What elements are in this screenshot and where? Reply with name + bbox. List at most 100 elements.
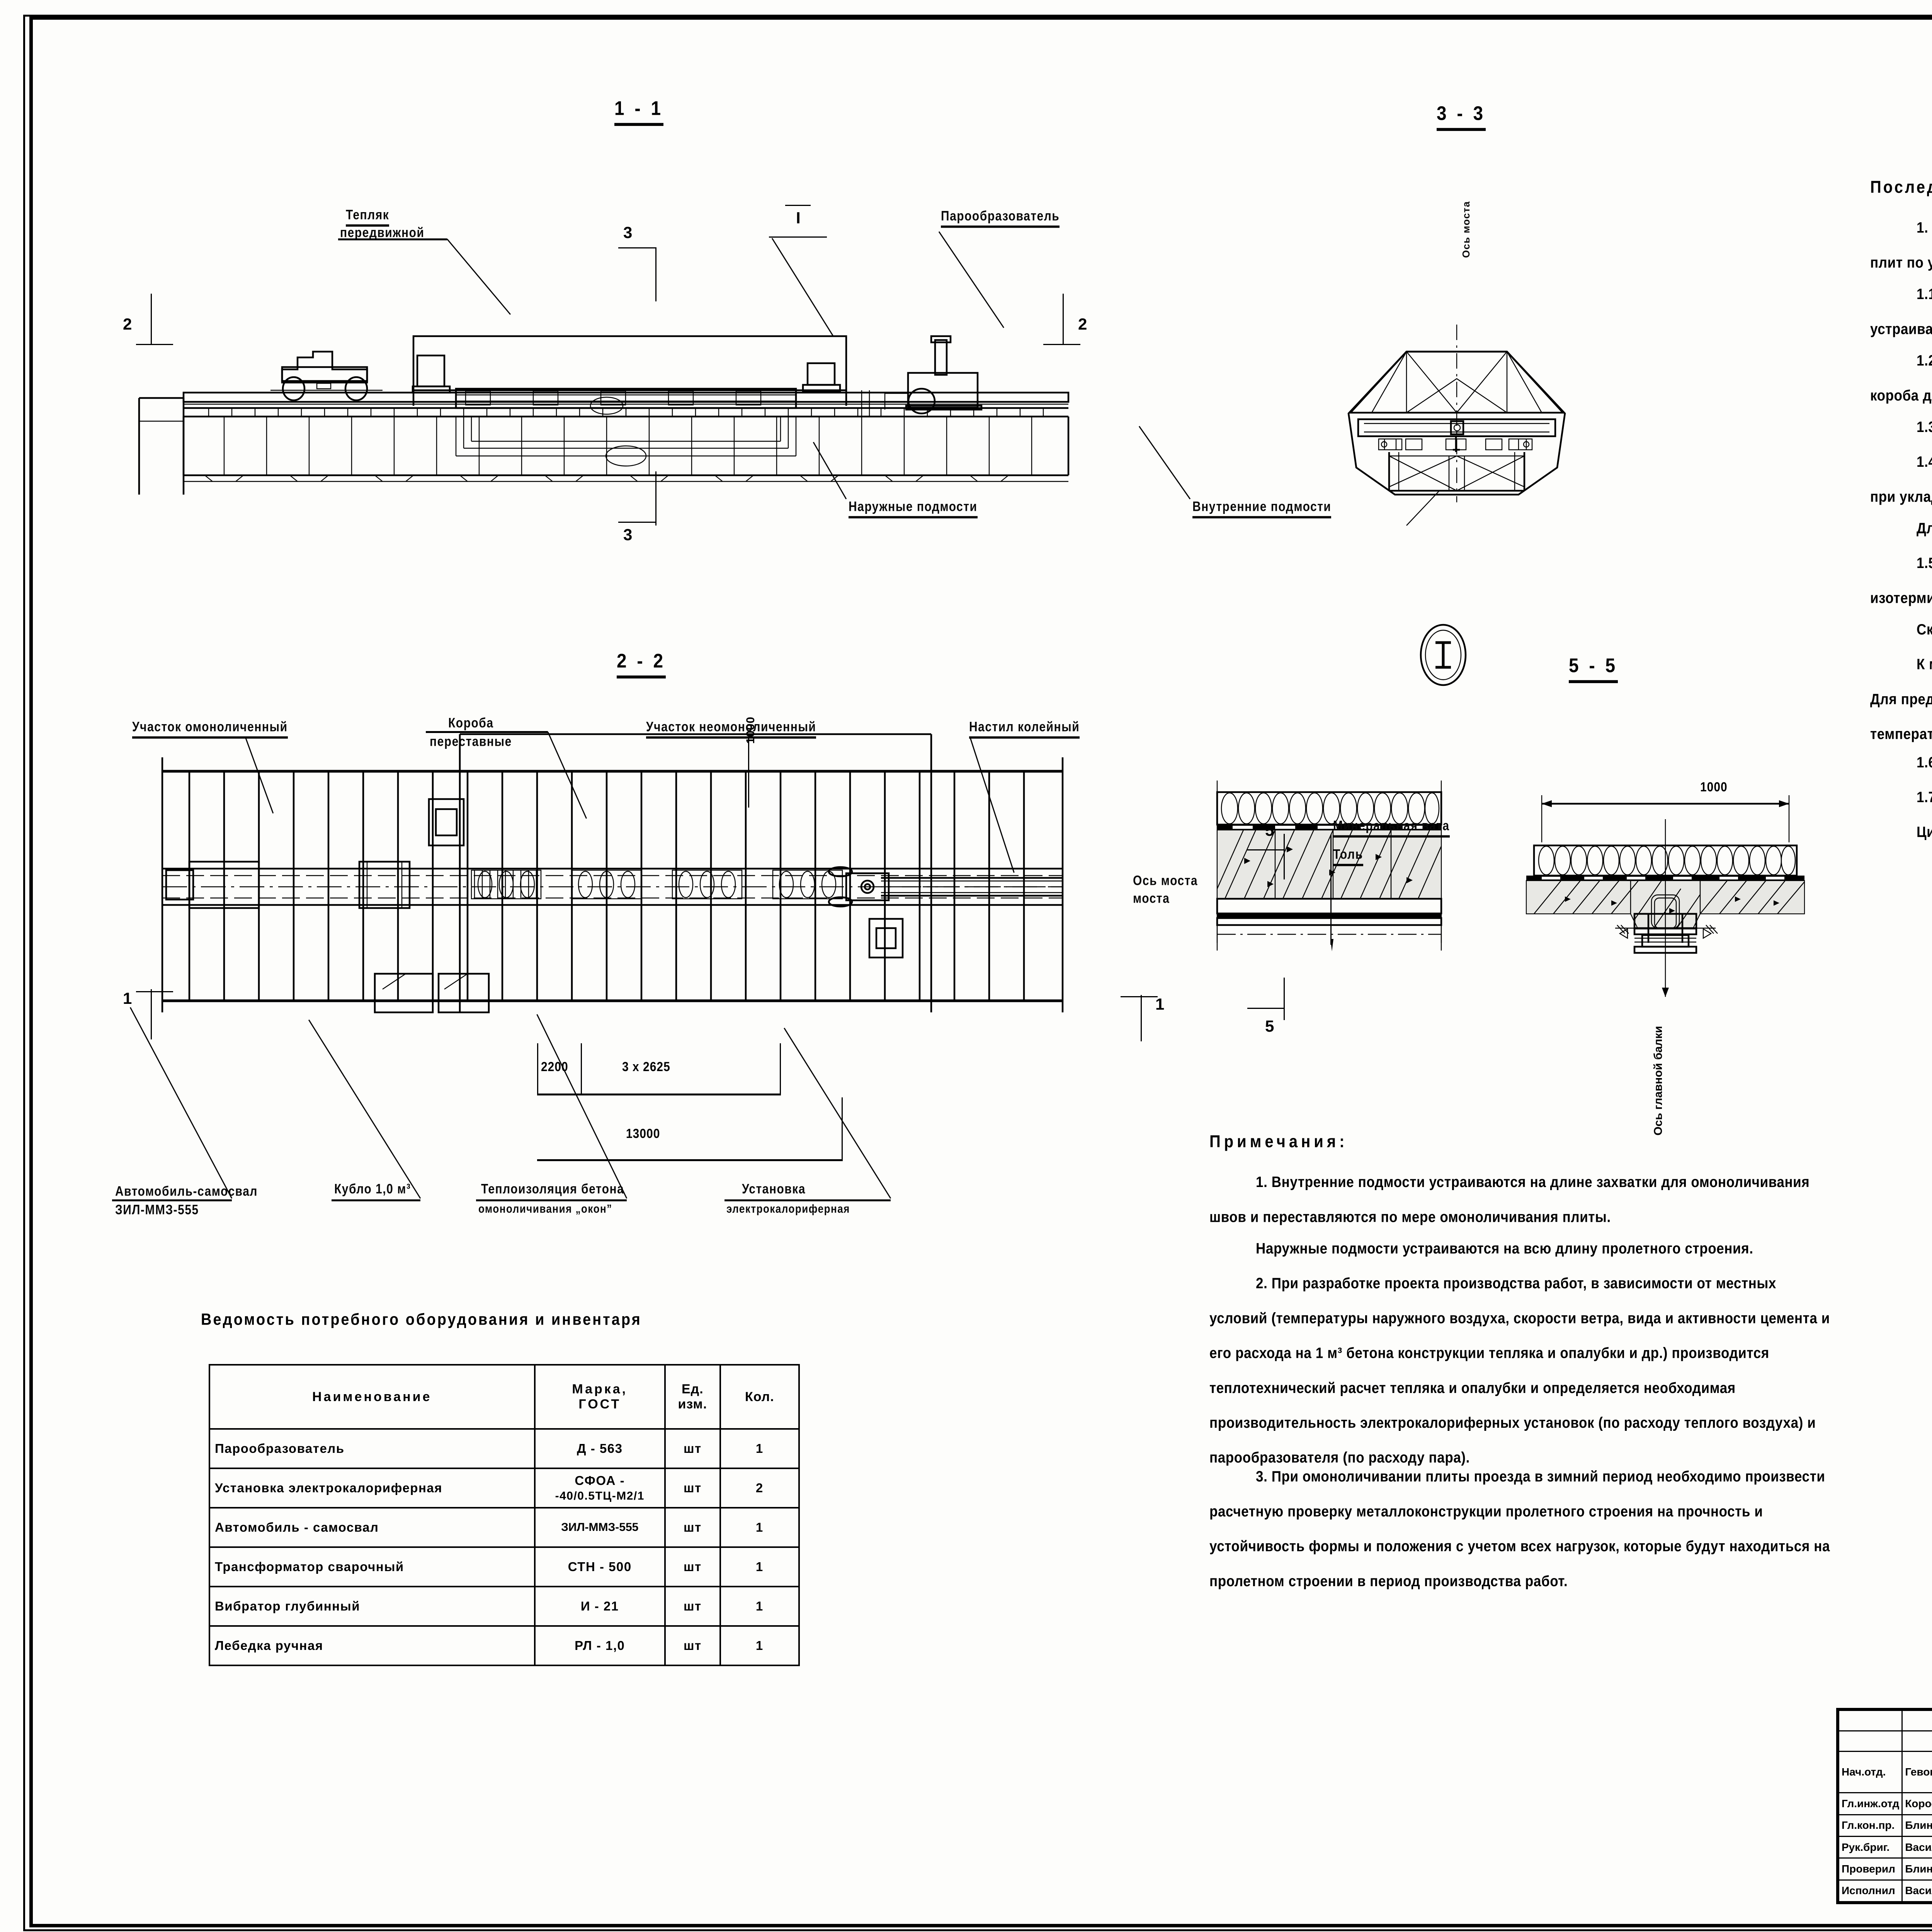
cell-name: Автомобиль - самосвал bbox=[209, 1507, 536, 1548]
dim-1000-55: 1000 bbox=[1700, 780, 1728, 794]
os-mosta-3-3-text: Ось моста bbox=[1460, 201, 1472, 258]
callout-os-mosta-plan2: моста bbox=[1133, 891, 1170, 906]
section-mark-3-bot-line bbox=[655, 471, 656, 526]
drawing-section-3-3 bbox=[1310, 325, 1604, 526]
dim-1000-plan-text: 1000 bbox=[744, 716, 757, 744]
table-row: Трансформатор сварочный СТН - 500 шт 1 bbox=[209, 1546, 800, 1587]
stamp-spacer-role-2 bbox=[1838, 1730, 1903, 1752]
equipment-table: Наименование Марка, ГОСТ Ед. изм. Кол. П… bbox=[209, 1364, 800, 1666]
stamp-role: Исполнил bbox=[1838, 1879, 1903, 1903]
section-mark-5-top-base bbox=[1247, 849, 1284, 850]
cell-qty: 1 bbox=[719, 1546, 800, 1587]
callout-kublo-underline bbox=[332, 1199, 420, 1201]
section-mark-2-left-line bbox=[151, 294, 152, 344]
sheet-frame-outer bbox=[23, 15, 1932, 1931]
dim-ext-d bbox=[842, 1097, 843, 1161]
section-mark-5-top: 5 bbox=[1265, 821, 1274, 839]
callout-tol: Толь bbox=[1333, 847, 1363, 866]
callout-teplyak: Тепляк bbox=[346, 207, 389, 227]
cell-name: Парообразователь bbox=[209, 1428, 536, 1469]
cell-mark: И - 21 bbox=[534, 1586, 666, 1627]
procedure-item: Для поддержания в тепляке положительной … bbox=[1917, 520, 1932, 537]
procedure-item: 1.2. С подмостей устанавливается опалубк… bbox=[1870, 352, 1932, 404]
stamp-role: Рук.бриг. bbox=[1838, 1835, 1903, 1859]
stamp-role: Гл.инж.отд bbox=[1838, 1792, 1903, 1815]
note-item: Наружные подмости устраиваются на всю дл… bbox=[1256, 1240, 1753, 1257]
table-row: Парообразователь Д - 563 шт 1 bbox=[209, 1428, 800, 1469]
cell-qty: 1 bbox=[719, 1507, 800, 1548]
section-mark-5-bot: 5 bbox=[1265, 1017, 1274, 1035]
col-mark-l1: Марка, bbox=[572, 1382, 628, 1396]
section-mark-5-top-line bbox=[1284, 834, 1285, 879]
cell-mark: СФОА - -40/0.5ТЦ-М2/1 bbox=[534, 1468, 666, 1509]
cell-mark: ЗИЛ-ММЗ-555 bbox=[534, 1507, 666, 1548]
note-item: 1. Внутренние подмости устраиваются на д… bbox=[1209, 1174, 1810, 1226]
cell-qty: 1 bbox=[719, 1625, 800, 1666]
label-os-mosta-3-3: Ось моста bbox=[1457, 201, 1475, 258]
dim-3x2625: 3 х 2625 bbox=[622, 1060, 670, 1074]
cell-unit: шт bbox=[664, 1468, 721, 1509]
stamp-name: Блинков bbox=[1901, 1857, 1932, 1881]
section-title-2-2: 2 - 2 bbox=[617, 649, 666, 679]
col-unit-l1: Ед. bbox=[681, 1382, 704, 1396]
cell-name: Установка электрокалориферная bbox=[209, 1468, 536, 1509]
callout-kublo: Кубло 1,0 м³ bbox=[334, 1182, 411, 1197]
stamp-role: Нач.отд. bbox=[1838, 1750, 1903, 1794]
detail-mark-I-base bbox=[769, 236, 827, 238]
section-mark-3-top-base bbox=[618, 247, 655, 248]
procedure-item: 1.7. Тепляк перемещается на следующую за… bbox=[1917, 789, 1932, 806]
section-title-1-1: 1 - 1 bbox=[614, 97, 664, 126]
drawing-section-5-5 bbox=[1519, 781, 1812, 1020]
cell-unit: шт bbox=[664, 1546, 721, 1587]
col-mark: Марка, ГОСТ bbox=[534, 1364, 666, 1430]
dim-1000-plan: 1000 bbox=[744, 716, 757, 744]
callout-avtomobil: Автомобиль-самосвал bbox=[115, 1184, 258, 1199]
section-mark-1-left: 1 bbox=[123, 989, 132, 1007]
cell-name: Вибратор глубинный bbox=[209, 1586, 536, 1627]
callout-koroba: Короба bbox=[448, 716, 494, 731]
callout-nastil-koleinyi: Настил колейный bbox=[969, 719, 1080, 739]
stamp-name: Коростелев bbox=[1901, 1792, 1932, 1815]
callout-avtomobil-underline bbox=[112, 1199, 232, 1201]
callout-teplyak-underline bbox=[338, 238, 447, 240]
os-glavnoi-balki-text: Ось главной балки bbox=[1652, 1026, 1665, 1136]
note-item: 2. При разработке проекта производства р… bbox=[1209, 1275, 1830, 1466]
table-row: Автомобиль - самосвал ЗИЛ-ММЗ-555 шт 1 bbox=[209, 1507, 800, 1548]
cell-qty: 2 bbox=[719, 1468, 800, 1509]
section-mark-2-left-base bbox=[136, 344, 173, 345]
section-mark-5-bot-line bbox=[1284, 978, 1285, 1020]
detail-mark-I: I bbox=[796, 209, 801, 227]
table-row: Лебедка ручная РЛ - 1,0 шт 1 bbox=[209, 1625, 800, 1666]
section-title-3-3: 3 - 3 bbox=[1437, 102, 1486, 131]
procedure-block: Последовательность и методы производства… bbox=[1870, 178, 1932, 850]
procedure-item: 1.6. Производится демонтаж переставных к… bbox=[1917, 754, 1932, 771]
procedure-item: 1.5. Производится тепловая обработка бет… bbox=[1870, 555, 1932, 607]
title-block: 3.503.9-62.11-08 Нач.отд. Гевондян ✒ Омо… bbox=[1836, 1708, 1932, 1904]
section-mark-1-right-base bbox=[1121, 996, 1158, 997]
cell-qty: 1 bbox=[719, 1428, 800, 1469]
section-mark-3-top: 3 bbox=[623, 223, 633, 242]
dim-13000: 13000 bbox=[626, 1126, 660, 1141]
dim-ext-c bbox=[780, 1043, 781, 1095]
table-header-row: Наименование Марка, ГОСТ Ед. изм. Кол. bbox=[209, 1364, 800, 1430]
col-unit: Ед. изм. bbox=[664, 1364, 721, 1430]
drawing-section-2-2-plan bbox=[112, 733, 1179, 1014]
cell-qty: 1 bbox=[719, 1586, 800, 1627]
callout-teploizolyaciya-underline bbox=[476, 1199, 627, 1201]
stamp-role: Проверил bbox=[1838, 1857, 1903, 1881]
callout-uchastok-neomonolichennyi: Участок неомоноличенный bbox=[646, 719, 816, 739]
cell-unit: шт bbox=[664, 1625, 721, 1666]
equipment-list-title: Ведомость потребного оборудования и инве… bbox=[201, 1311, 642, 1329]
table-row: Вибратор глубинный И - 21 шт 1 bbox=[209, 1586, 800, 1627]
callout-ustanovka: Установка bbox=[742, 1182, 806, 1197]
callout-teploizolyaciya: Теплоизоляция бетона bbox=[481, 1182, 624, 1197]
callout-mineralnaya-vata: Минеральная вата bbox=[1333, 818, 1450, 838]
section-mark-1-left-line bbox=[151, 989, 152, 1039]
callout-uchastok-omonolichennyi: Участок омоноличенный bbox=[132, 719, 288, 739]
callout-avtomobil-line2: ЗИЛ-ММЗ-555 bbox=[115, 1202, 199, 1218]
dim-ext-a bbox=[537, 1043, 538, 1095]
procedure-item: 1. По окончании монтажа плит проезжей ча… bbox=[1870, 219, 1932, 271]
dim-ext-b bbox=[581, 1043, 582, 1095]
procedure-item: 1.4 Снимаются верхние короба, укладывает… bbox=[1870, 454, 1932, 505]
col-qty: Кол. bbox=[719, 1364, 800, 1430]
